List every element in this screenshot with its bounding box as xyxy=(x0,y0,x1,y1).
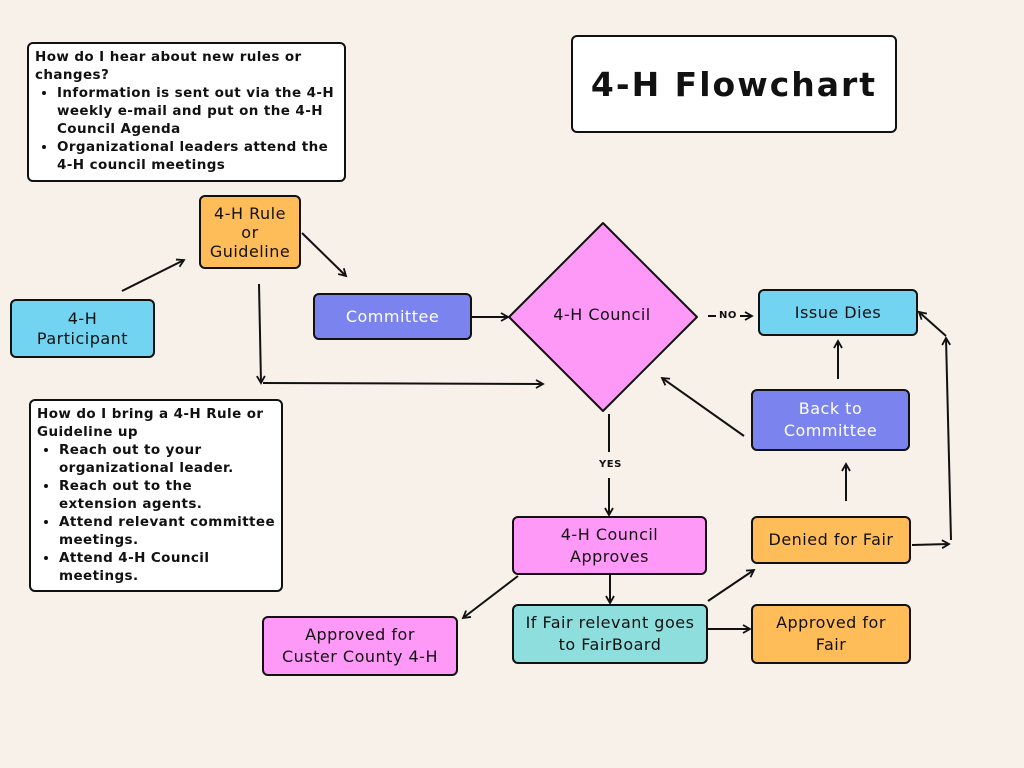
arrow-rule-committee xyxy=(301,232,348,278)
info-bullet: Attend relevant committee meetings. xyxy=(59,513,275,549)
arrow-to-issue xyxy=(917,310,947,337)
info-bullet-list: Reach out to your organizational leader.… xyxy=(37,441,275,585)
info-box-bring-rule: How do I bring a 4-H Rule or Guideline u… xyxy=(29,399,283,592)
node-committee: Committee xyxy=(313,293,472,340)
info-bullet: Reach out to your organizational leader. xyxy=(59,441,275,477)
node-approved-custer: Approved for Custer County 4-H xyxy=(262,616,458,676)
arrow-right-up xyxy=(941,336,952,541)
node-approved-for-fair: Approved for Fair xyxy=(751,604,911,664)
arrow-to-council-bottom xyxy=(262,379,545,389)
arrow-fairboard-denied xyxy=(707,568,756,602)
node-back-to-committee: Back to Committee xyxy=(751,389,910,451)
node-issue-dies: Issue Dies xyxy=(758,289,918,336)
info-bullet: Information is sent out via the 4-H week… xyxy=(57,84,338,138)
info-question: How do I hear about new rules or changes… xyxy=(35,49,302,83)
node-denied-for-fair: Denied for Fair xyxy=(751,516,911,564)
council-label: 4-H Council xyxy=(553,305,651,324)
arrow-denied-right xyxy=(911,539,951,549)
node-rule-guideline: 4-H Rule or Guideline xyxy=(199,195,301,269)
info-box-updates: How do I hear about new rules or changes… xyxy=(27,42,346,182)
info-bullet: Attend 4-H Council meetings. xyxy=(59,549,275,585)
node-participant: 4-H Participant xyxy=(10,299,155,358)
yes-label: YES xyxy=(599,459,622,470)
info-bullet: Organizational leaders attend the 4-H co… xyxy=(57,138,338,174)
node-fairboard: If Fair relevant goes to FairBoard xyxy=(512,604,708,664)
info-bullet: Reach out to the extension agents. xyxy=(59,477,275,513)
info-bullet-list: Information is sent out via the 4-H week… xyxy=(35,84,338,174)
no-label: NO xyxy=(719,310,737,321)
council-diamond xyxy=(508,222,698,412)
arrow-back-council xyxy=(660,376,745,437)
page-title: 4-H Flowchart xyxy=(571,35,897,133)
node-council-approves: 4-H Council Approves xyxy=(512,516,707,575)
arrow-rule-down xyxy=(256,283,266,385)
arrow-approves-custer xyxy=(461,575,519,620)
arrow-participant-rule xyxy=(121,258,186,292)
info-question: How do I bring a 4-H Rule or Guideline u… xyxy=(37,406,264,440)
